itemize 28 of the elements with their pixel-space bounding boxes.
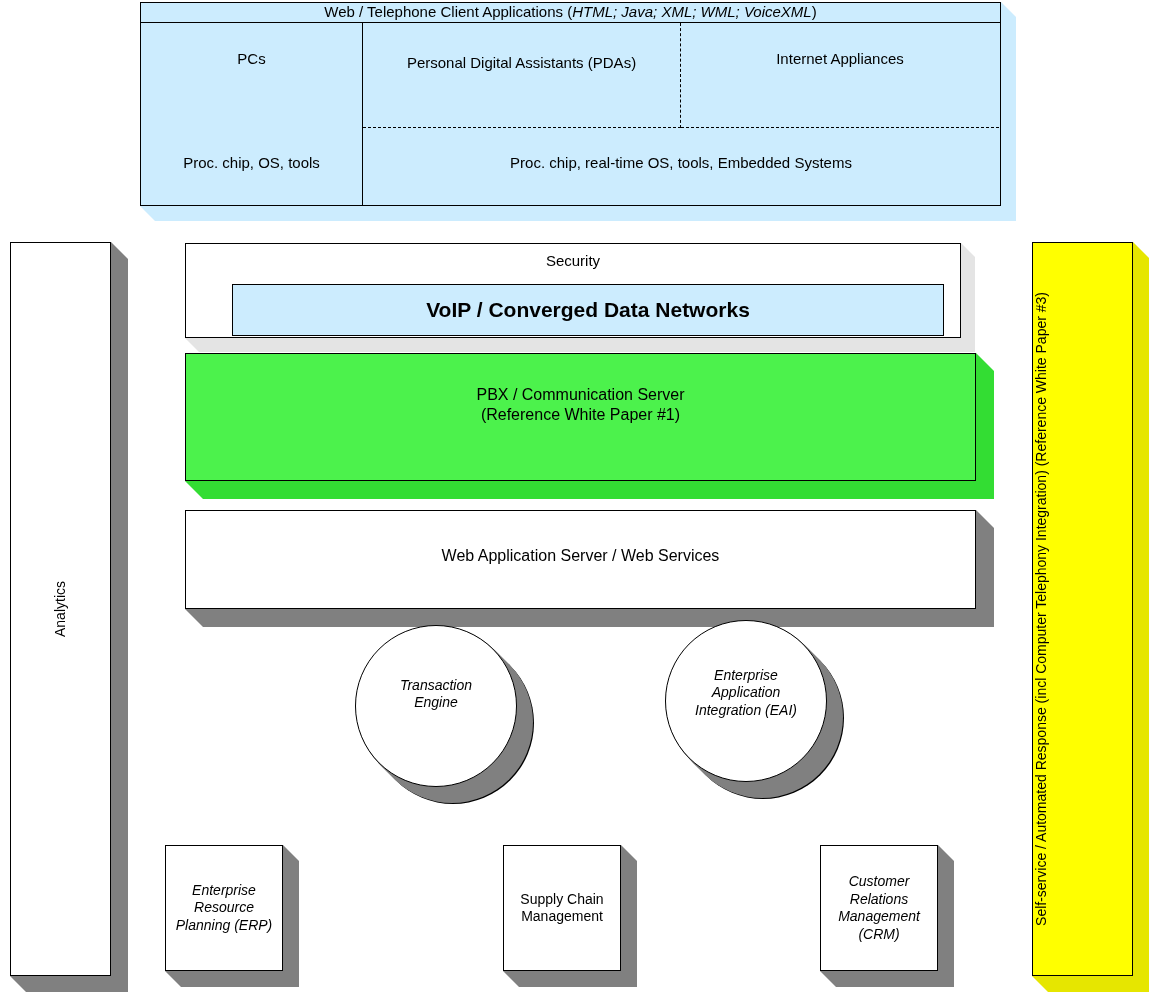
node-text: Web / Telephone Client Applications (HTML; Java; XML; WML; VoiceXML) [141, 3, 1000, 23]
node-text: Security [545, 252, 601, 271]
3d-box [185, 510, 994, 627]
node-text: Enterprise Resource Planning (ERP) [174, 881, 274, 935]
vertical-3d-bar [10, 242, 128, 992]
node-text: Proc. chip, OS, tools [183, 153, 320, 173]
node-text: Transaction Engine [398, 676, 474, 712]
node-text: Analytics [51, 581, 69, 637]
node-text: Personal Digital Assistants (PDAs) [405, 53, 638, 73]
node-text: Self-service / Automated Response (incl Computer Telephony Integration) (Reference White Paper #3) [1033, 292, 1050, 926]
node-text: Web Application Server / Web Services [441, 545, 720, 566]
node-text: VoIP / Converged Data Networks [426, 296, 750, 323]
3d-box [503, 845, 637, 987]
3d-box [185, 243, 975, 352]
3d-box [820, 845, 954, 987]
table-cell [363, 23, 681, 128]
node-text: Enterprise Application Integration (EAI) [694, 666, 798, 720]
3d-box [185, 353, 994, 499]
network-box [232, 284, 944, 336]
node-text: PCs [237, 50, 266, 69]
node-text: Proc. chip, real-time OS, tools, Embedded Systems [510, 153, 852, 173]
node-text: PBX / Communication Server (Reference White Paper #1) [475, 385, 686, 425]
node-text: Customer Relations Management (CRM) [837, 873, 922, 943]
node-text: Internet Appliances [776, 49, 904, 69]
node-text: Supply Chain Management [519, 890, 605, 926]
3d-box [165, 845, 299, 987]
vertical-3d-bar [1032, 242, 1149, 992]
3d-box [140, 2, 1016, 221]
